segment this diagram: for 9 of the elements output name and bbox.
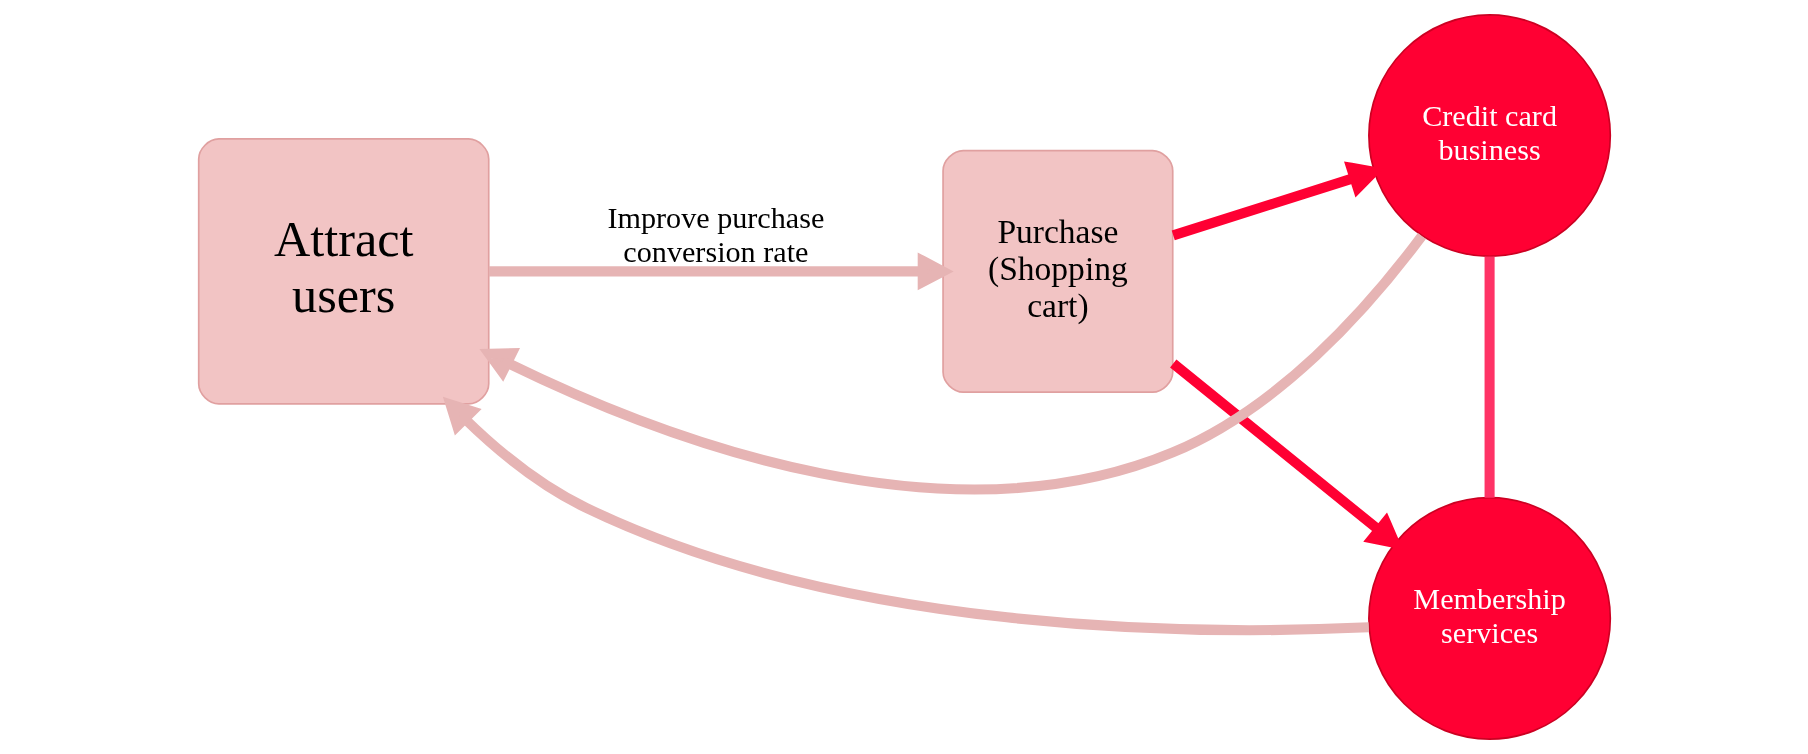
- node-circle: Credit card business: [1367, 14, 1611, 258]
- node-box: Purchase (Shopping cart): [941, 149, 1174, 393]
- edge-label: Improve purchase conversion rate: [606, 201, 824, 269]
- arrow: [488, 252, 954, 291]
- node-box: Attract users: [197, 138, 490, 405]
- node-circle: Membership services: [1367, 496, 1611, 740]
- arrow: [442, 396, 1369, 636]
- arrow: [478, 232, 1426, 494]
- connector: [1484, 256, 1495, 498]
